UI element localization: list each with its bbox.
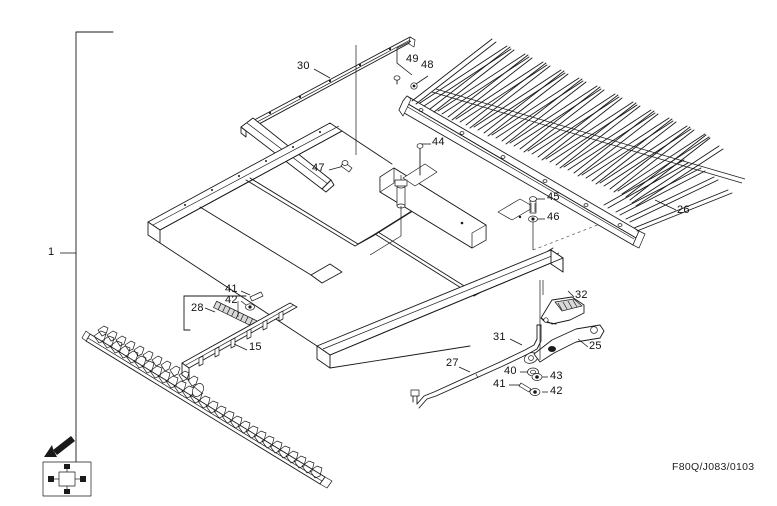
label-25: 25: [589, 340, 602, 352]
fastener-47: [328, 160, 353, 173]
leader-30: [313, 68, 331, 79]
label-28: 28: [191, 302, 204, 314]
fastener-46-washer: [528, 215, 545, 223]
leader-26: [654, 199, 677, 211]
label-1: 1: [48, 246, 55, 258]
label-43: 43: [550, 370, 563, 382]
label-27: 27: [446, 357, 459, 369]
label-30: 30: [297, 60, 310, 72]
fastener-44: [416, 143, 431, 176]
fastener-42b-nut: [529, 388, 548, 396]
label-48: 48: [421, 59, 434, 71]
fastener-48-nut: [410, 75, 429, 90]
part-27-tube: [410, 361, 504, 409]
fastener-45-bolt: [529, 196, 545, 214]
part-25-arm: [533, 324, 605, 363]
part-30-top-rail: [240, 36, 416, 138]
label-41-lower: 41: [493, 378, 506, 390]
view-direction-indicator: [42, 436, 92, 497]
part-32-bracket: [540, 280, 585, 325]
label-31: 31: [493, 331, 506, 343]
label-49: 49: [406, 53, 419, 65]
label-40: 40: [504, 365, 517, 377]
fastener-41a-pin: [240, 290, 264, 302]
label-41-upper: 41: [225, 283, 238, 295]
main-frame-deck: [147, 122, 564, 369]
leader-49-48: [396, 40, 412, 49]
label-32: 32: [575, 289, 588, 301]
sickle-knuckle: [192, 383, 204, 397]
sickle-cutter-bar: [81, 325, 333, 489]
fastener-41b-pin: [509, 382, 532, 393]
center-pin-44: [369, 175, 408, 256]
fastener-42a-washer: [240, 300, 255, 311]
label-45: 45: [547, 191, 560, 203]
label-15: 15: [249, 341, 262, 353]
label-47: 47: [312, 162, 325, 174]
assembly-bracket-1: [60, 31, 114, 471]
fastener-43-nut: [531, 373, 548, 381]
drawing-number: F80Q/J083/0103: [672, 461, 755, 473]
part-26-tine-bar-assembly: [398, 38, 746, 249]
label-42-upper: 42: [225, 294, 238, 306]
part-15-tab-bar: [181, 302, 298, 381]
label-26: 26: [677, 204, 690, 216]
fastener-49-bolt: [393, 48, 413, 85]
part-28-bracket-group: [183, 295, 247, 331]
dashed-assembly-line: [532, 223, 601, 251]
label-42-lower: 42: [550, 385, 563, 397]
label-44: 44: [432, 136, 445, 148]
part-31-rod: [499, 324, 542, 367]
label-46: 46: [547, 211, 560, 223]
